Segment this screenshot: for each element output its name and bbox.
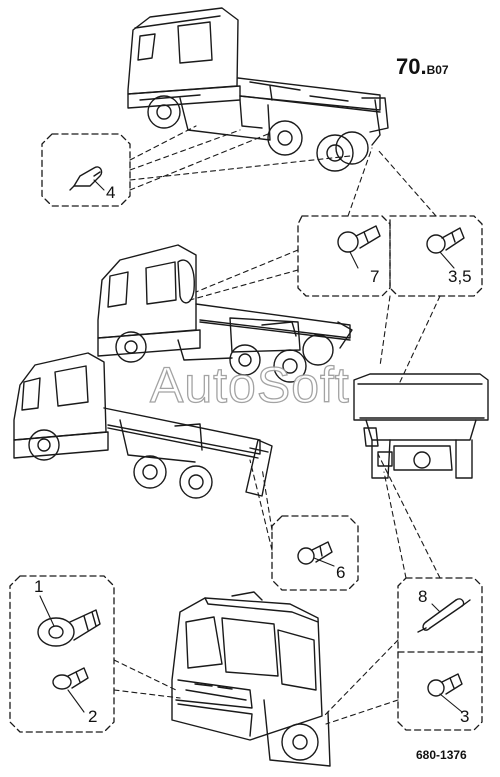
callout-2: 2 bbox=[88, 707, 98, 726]
truck-chassis-lower bbox=[13, 352, 273, 499]
page-number: 70.B07 bbox=[396, 54, 449, 80]
callout-1: 1 bbox=[34, 577, 44, 596]
callout-4: 4 bbox=[106, 183, 116, 202]
bulb-icon-2 bbox=[52, 667, 89, 690]
truck-chassis-top bbox=[127, 7, 389, 172]
truck-cab-bottom bbox=[171, 591, 331, 767]
bulb-icon-6 bbox=[297, 541, 333, 565]
label-leaders bbox=[39, 179, 463, 713]
callout-3-5: 3,5 bbox=[448, 267, 472, 286]
bulb-icon-3-5 bbox=[426, 227, 465, 254]
lamp-socket-icon-1 bbox=[37, 609, 101, 647]
festoon-bulb-icon-8 bbox=[417, 598, 471, 633]
callout-frames bbox=[9, 133, 483, 733]
callout-7: 7 bbox=[370, 267, 380, 286]
callout-3: 3 bbox=[460, 707, 470, 726]
page-number-main: 70. bbox=[396, 54, 427, 79]
watermark: AutoSoft bbox=[149, 356, 350, 413]
truck-sleeper-middle bbox=[97, 244, 353, 383]
bulb-icon-4 bbox=[69, 166, 103, 191]
bulb-icon-3 bbox=[427, 673, 463, 697]
callout-6: 6 bbox=[336, 563, 346, 582]
truck-tipper-rear bbox=[353, 373, 489, 479]
drawing-number: 680-1376 bbox=[416, 748, 467, 762]
leader-lines bbox=[113, 125, 441, 725]
bulb-icon-7 bbox=[337, 225, 381, 253]
page-number-suffix: B07 bbox=[426, 63, 449, 77]
callout-8: 8 bbox=[418, 587, 428, 606]
